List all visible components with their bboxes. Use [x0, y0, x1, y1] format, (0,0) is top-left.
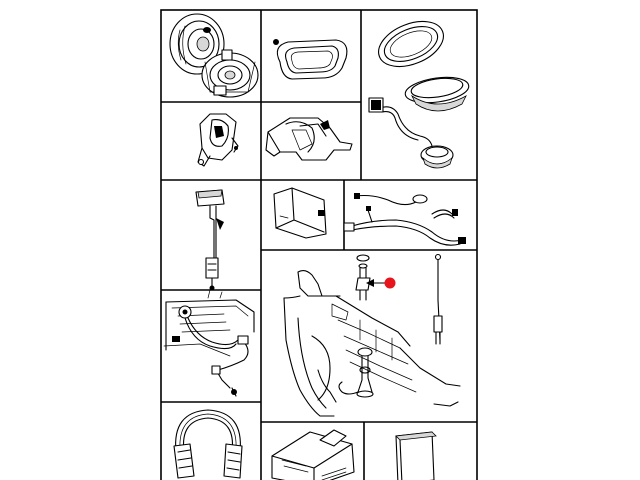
adapter-ring-icon[interactable] — [273, 39, 348, 80]
fender-antenna-icon[interactable] — [283, 253, 461, 417]
headphones-icon[interactable] — [173, 409, 243, 479]
round-speaker-icon[interactable] — [169, 13, 259, 98]
wiring-icon[interactable] — [163, 289, 255, 397]
module-icon[interactable] — [273, 187, 327, 239]
panel-grid — [160, 9, 478, 480]
package-icon[interactable] — [395, 431, 437, 480]
antenna-adapter-icon[interactable] — [195, 189, 225, 291]
mount-bracket-icon[interactable] — [265, 117, 353, 161]
callout-marker — [384, 277, 396, 289]
bracket-icon[interactable] — [197, 113, 239, 167]
cable-icon[interactable] — [343, 193, 466, 246]
radio-box-icon[interactable] — [271, 429, 355, 480]
oval-speaker-icon[interactable] — [368, 13, 470, 169]
